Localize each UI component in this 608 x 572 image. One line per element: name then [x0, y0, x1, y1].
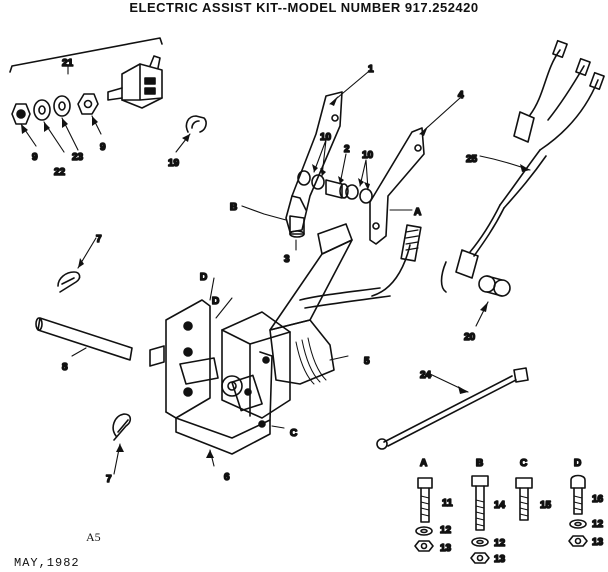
callout-13-b: 13 — [494, 554, 506, 565]
group-bracket-line — [9, 37, 163, 73]
cotter-pin-7-upper — [57, 271, 81, 293]
callout-7-upper: 7 — [96, 234, 102, 245]
callout-8: 8 — [62, 362, 68, 373]
bracket-4 — [369, 127, 425, 245]
callout-12-b: 12 — [494, 538, 506, 549]
callout-25: 25 — [466, 154, 478, 165]
ref-letter-d-2: D — [212, 296, 219, 307]
arrowheads — [21, 96, 530, 458]
callout-3: 3 — [284, 254, 290, 265]
clip-19 — [185, 115, 207, 133]
spacer-10-right — [345, 184, 359, 200]
callout-10-left: 10 — [320, 132, 332, 143]
hex-nut-9-right — [77, 93, 99, 115]
callout-22: 22 — [54, 167, 66, 178]
callout-5: 5 — [364, 356, 370, 367]
reference-letters: B A C D D A B C D — [199, 201, 582, 470]
sleeve-20 — [478, 275, 511, 297]
callout-13-c: 13 — [592, 537, 604, 548]
washer-23 — [53, 95, 71, 117]
washer-22 — [33, 99, 51, 121]
hardware-c — [515, 477, 533, 521]
hw-label-b: B — [476, 458, 483, 469]
callout-4: 4 — [458, 90, 464, 101]
switch-kit-group — [9, 37, 163, 125]
hardware-d — [568, 474, 588, 547]
hardware-a — [414, 477, 434, 552]
toggle-switch — [107, 55, 163, 109]
bushing-3 — [289, 215, 305, 238]
callout-6: 6 — [224, 472, 230, 483]
wiring-harness-25 — [440, 39, 605, 293]
callout-23: 23 — [72, 152, 84, 163]
callout-11: 11 — [442, 498, 453, 509]
callout-24: 24 — [420, 370, 432, 381]
axle-8 — [35, 317, 133, 361]
print-date: MAY,1982 — [14, 556, 80, 570]
callout-7-lower: 7 — [106, 474, 112, 485]
callout-9-left: 9 — [32, 152, 38, 163]
callout-13-a: 13 — [440, 543, 452, 554]
spacer-10-left-b — [311, 174, 325, 190]
callout-10-right: 10 — [362, 150, 374, 161]
bracket-1 — [285, 91, 343, 233]
hw-label-a: A — [420, 458, 427, 469]
callout-19: 19 — [168, 158, 180, 169]
callout-15: 15 — [540, 500, 552, 511]
callout-14: 14 — [494, 500, 506, 511]
ref-letter-b: B — [230, 202, 237, 213]
callout-9-right: 9 — [100, 142, 106, 153]
page-title: ELECTRIC ASSIST KIT--MODEL NUMBER 917.25… — [129, 0, 479, 15]
frame-6 — [149, 299, 291, 455]
hardware-b — [470, 475, 490, 564]
ground-strap-24 — [376, 367, 529, 450]
cotter-pin-7-lower — [112, 413, 132, 441]
callout-labels: 21 9 22 23 9 19 1 4 10 2 10 3 25 7 8 20 … — [31, 57, 604, 566]
ref-letter-c: C — [290, 428, 297, 439]
spacer-10-left — [297, 170, 311, 186]
hex-nut-9-left — [11, 103, 31, 125]
callout-21: 21 — [62, 58, 74, 69]
callout-12-d: 12 — [592, 519, 604, 530]
hw-label-c: C — [520, 458, 527, 469]
callout-1: 1 — [368, 64, 374, 75]
ref-letter-a: A — [414, 207, 421, 218]
ref-letter-d-1: D — [200, 272, 207, 283]
spacer-10-right-b — [359, 188, 373, 204]
harness-connector — [400, 224, 422, 262]
callout-2: 2 — [344, 144, 350, 155]
callout-20: 20 — [464, 332, 476, 343]
page-identifier: A5 — [86, 530, 101, 544]
shaft-assembly — [297, 170, 373, 204]
hw-label-d: D — [574, 458, 581, 469]
callout-16: 16 — [592, 494, 604, 505]
motor-assembly-5 — [269, 223, 422, 385]
callout-12-a: 12 — [440, 525, 452, 536]
